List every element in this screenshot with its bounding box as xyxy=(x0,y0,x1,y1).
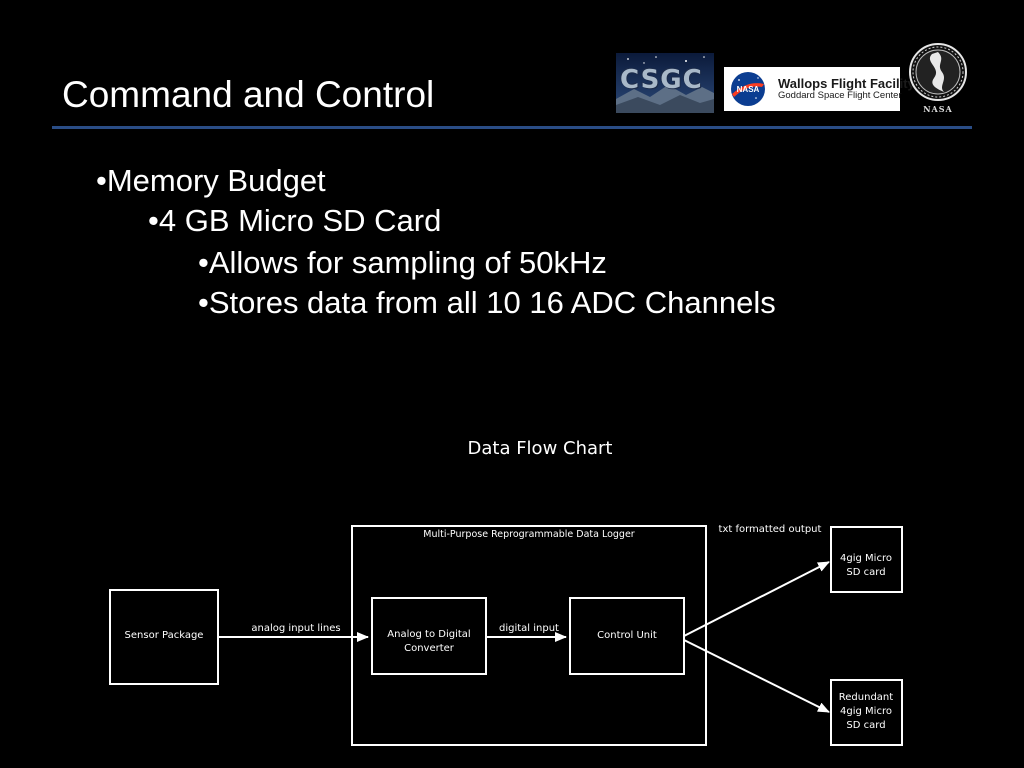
edge-label-digital-input: digital input xyxy=(499,623,559,634)
nasa-meatball-icon: NASA xyxy=(731,72,765,106)
redundant-sd-label-line2: 4gig Micro xyxy=(840,706,892,717)
data-logger-container xyxy=(351,525,707,746)
redundant-sd-label-line1: Redundant xyxy=(839,692,893,703)
space-grant-seal-logo: NASA xyxy=(908,40,968,116)
adc-label-line2: Converter xyxy=(404,643,455,654)
bullet-sampling-rate: •Allows for sampling of 50kHz xyxy=(198,245,607,280)
sensor-package-label: Sensor Package xyxy=(125,630,204,641)
csgc-logo-art xyxy=(616,53,714,113)
slide-title: Command and Control xyxy=(62,74,435,115)
csgc-logo: CSGC xyxy=(616,53,714,113)
csgc-logo-text: CSGC xyxy=(620,65,703,95)
arrow-control-to-redundant-sd xyxy=(683,639,830,713)
redundant-sd-card-box xyxy=(830,679,903,746)
seal-caption: NASA xyxy=(923,104,953,114)
bullet-adc-channels: •Stores data from all 10 16 ADC Channels xyxy=(198,285,776,320)
bullet-memory-budget: •Memory Budget xyxy=(96,163,326,198)
adc-label-line1: Analog to Digital xyxy=(387,629,470,640)
sd-card-box xyxy=(830,526,903,593)
bullet-sd-card: •4 GB Micro SD Card xyxy=(148,203,442,238)
wallops-flight-facility-logo: NASA Wallops Flight Facility Goddard Spa… xyxy=(724,67,915,111)
wallops-logo-line1: Wallops Flight Facility xyxy=(778,76,915,91)
nasa-meatball-text: NASA xyxy=(737,85,760,94)
wallops-logo-line2: Goddard Space Flight Center xyxy=(778,90,902,101)
title-divider xyxy=(52,126,972,129)
sd-card-label-line1: 4gig Micro xyxy=(840,553,892,564)
edge-label-txt-output: txt formatted output xyxy=(719,524,822,535)
control-unit-label: Control Unit xyxy=(597,630,657,641)
sd-card-label-line2: SD card xyxy=(846,567,885,578)
space-grant-seal-art: NASA xyxy=(909,43,967,114)
diagram-title: Data Flow Chart xyxy=(468,438,613,459)
arrow-control-to-sd-card xyxy=(683,561,830,637)
redundant-sd-label-line3: SD card xyxy=(846,720,885,731)
data-logger-label: Multi-Purpose Reprogrammable Data Logger xyxy=(423,529,635,540)
edge-label-analog-input: analog input lines xyxy=(251,623,340,634)
